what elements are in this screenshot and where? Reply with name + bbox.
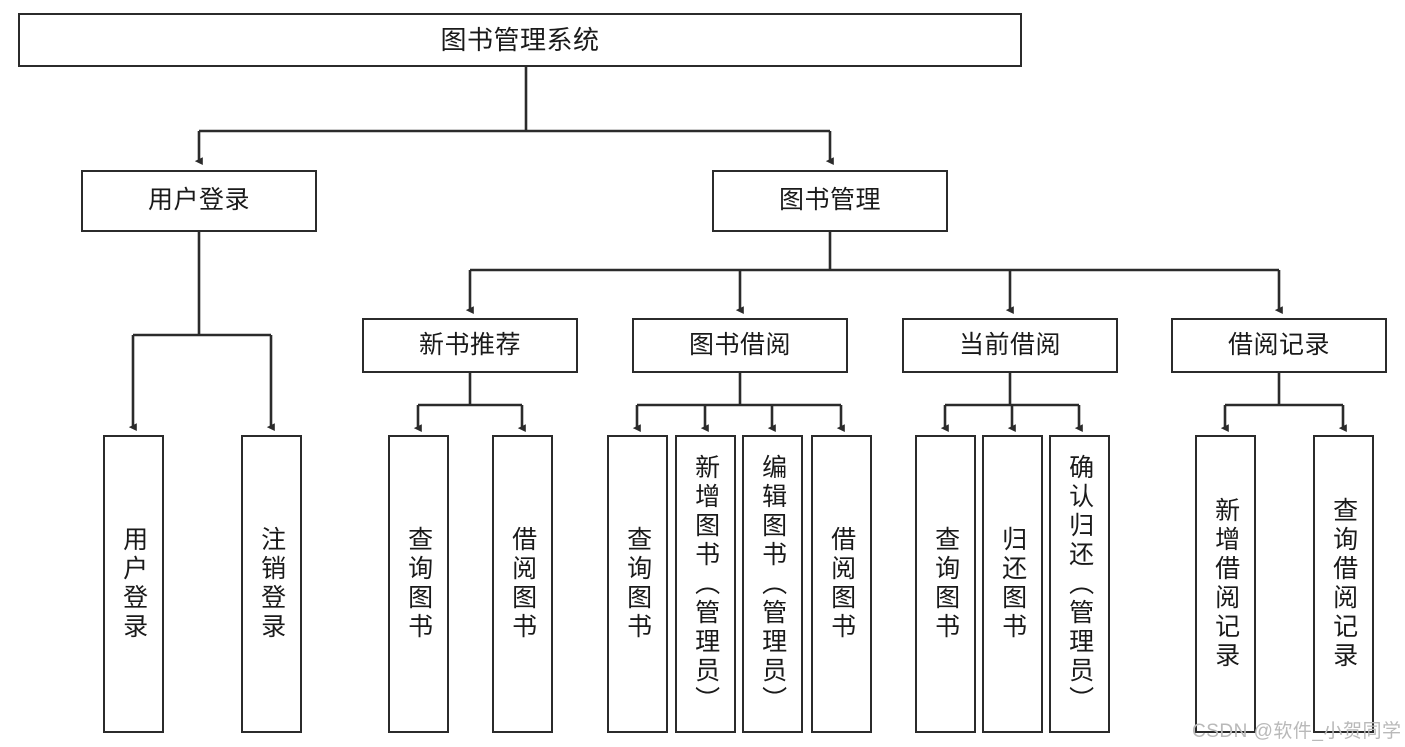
node-label: 注销登录 — [257, 526, 286, 642]
node-label: 查询借阅记录 — [1329, 497, 1358, 671]
node-book-management[interactable]: 图书管理 — [712, 170, 948, 232]
node-leaf-borrow-book[interactable]: 借阅图书 — [811, 435, 872, 733]
node-label: 归还图书 — [998, 526, 1027, 642]
node-leaf-query-book-borrow[interactable]: 查询图书 — [607, 435, 668, 733]
node-label: 查询图书 — [623, 526, 652, 642]
node-user-login[interactable]: 用户登录 — [81, 170, 317, 232]
node-leaf-user-login[interactable]: 用户登录 — [103, 435, 164, 733]
node-leaf-add-borrow-record[interactable]: 新增借阅记录 — [1195, 435, 1256, 733]
node-label: 用户登录 — [147, 186, 250, 215]
node-leaf-edit-book-admin[interactable]: 编辑图书（管理员） — [742, 435, 803, 733]
node-label: 当前借阅 — [958, 330, 1061, 359]
node-label: 借阅记录 — [1227, 330, 1330, 359]
node-label: 借阅图书 — [827, 526, 856, 642]
node-label: 确认归还（管理员） — [1065, 453, 1094, 715]
node-label: 查询图书 — [404, 526, 433, 642]
node-label: 编辑图书（管理员） — [758, 453, 787, 715]
node-label: 新书推荐 — [418, 330, 521, 359]
node-label: 图书借阅 — [688, 330, 791, 359]
node-leaf-add-book-admin[interactable]: 新增图书（管理员） — [675, 435, 736, 733]
node-label: 借阅图书 — [508, 526, 537, 642]
node-label: 查询图书 — [931, 526, 960, 642]
node-leaf-return-book[interactable]: 归还图书 — [982, 435, 1043, 733]
node-label: 图书管理系统 — [440, 24, 600, 55]
node-book-borrowing[interactable]: 图书借阅 — [632, 318, 848, 373]
node-borrowing-records[interactable]: 借阅记录 — [1171, 318, 1387, 373]
node-label: 用户登录 — [119, 526, 148, 642]
node-leaf-borrow-book-new[interactable]: 借阅图书 — [492, 435, 553, 733]
node-leaf-query-borrow-record[interactable]: 查询借阅记录 — [1313, 435, 1374, 733]
node-leaf-query-book-current[interactable]: 查询图书 — [915, 435, 976, 733]
node-label: 新增图书（管理员） — [691, 453, 720, 715]
node-new-book-recommendation[interactable]: 新书推荐 — [362, 318, 578, 373]
node-leaf-logout[interactable]: 注销登录 — [241, 435, 302, 733]
node-book-management-system[interactable]: 图书管理系统 — [18, 13, 1022, 67]
node-current-borrowing[interactable]: 当前借阅 — [902, 318, 1118, 373]
node-leaf-confirm-return-admin[interactable]: 确认归还（管理员） — [1049, 435, 1110, 733]
node-label: 新增借阅记录 — [1211, 497, 1240, 671]
node-leaf-query-book-new[interactable]: 查询图书 — [388, 435, 449, 733]
node-label: 图书管理 — [778, 186, 881, 215]
